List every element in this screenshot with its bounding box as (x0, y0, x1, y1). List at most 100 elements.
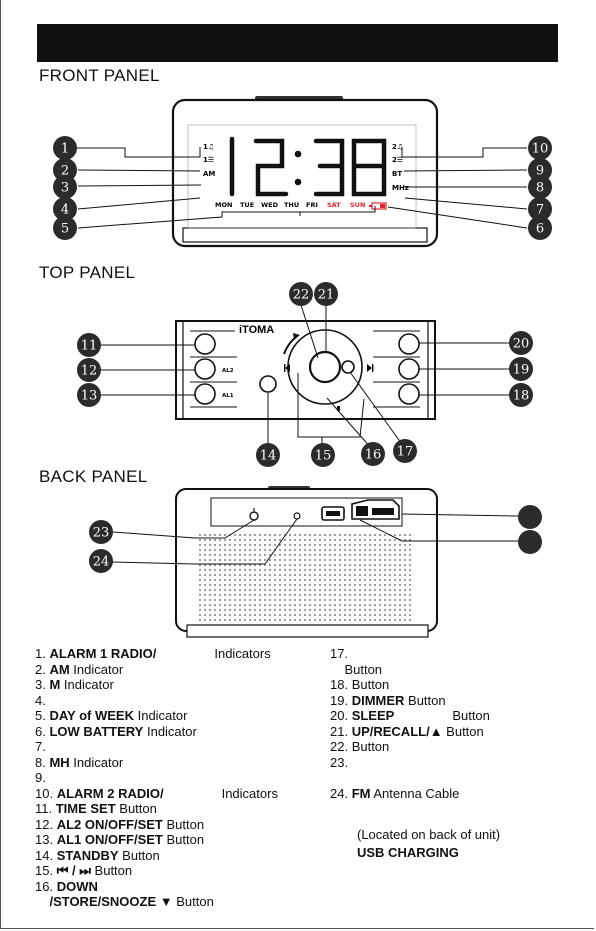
legend-number: 22. (330, 739, 352, 754)
callout-11: 11 (77, 333, 101, 357)
svg-text:22: 22 (293, 288, 310, 303)
callout-17: 17 (393, 439, 417, 463)
legend-text: Button (172, 894, 214, 909)
ind-bt: BT (392, 170, 402, 178)
callout-18: 18 (509, 383, 533, 407)
svg-text:16: 16 (365, 448, 382, 463)
legend-number: 24. (330, 785, 352, 801)
top-right-button (398, 383, 420, 405)
legend-item: 17. (330, 646, 490, 662)
day-fri: FRI (306, 201, 318, 209)
legend-number: 9. (35, 770, 46, 785)
svg-text:3: 3 (61, 181, 69, 196)
legend-number: 17. (330, 646, 349, 661)
legend-bold: DAY of WEEK (49, 708, 134, 723)
legend-number: 8. (35, 754, 50, 770)
callout-15: 15 (311, 443, 335, 467)
callout-7: 7 (528, 197, 552, 221)
legend-item: 6. LOW BATTERY Indicator (35, 724, 278, 740)
legend-item: 7. (35, 739, 278, 755)
located-note: (Located on back of unit) (357, 827, 501, 842)
top-panel-drawing: iTOMA AL2 AL1 (101, 304, 516, 451)
ind-am: AM (203, 170, 215, 178)
svg-text:14: 14 (260, 449, 277, 464)
day-sat: SAT (327, 201, 341, 209)
legend-item: 23. (330, 755, 490, 771)
legend-text: Button (90, 863, 133, 878)
legend-item: 19. DIMMER Button (330, 693, 490, 709)
al2-label: AL2 (222, 368, 234, 374)
legend-item: 8. MH Indicator (35, 755, 278, 771)
callout-6: 6 (528, 216, 552, 240)
legend-bold: UP/RECALL/▲ (351, 723, 443, 739)
legend-text: Button (162, 816, 205, 832)
legend-item: 21. UP/RECALL/▲ Button (330, 724, 490, 740)
legend-text: Indicator (60, 677, 114, 692)
callout-back-blank-1 (518, 505, 542, 529)
callout-19: 19 (509, 357, 533, 381)
front-panel-heading: FRONT PANEL (39, 66, 160, 85)
legend-item: 10. ALARM 2 RADIO/Indicators (35, 786, 278, 802)
ind-alarm1-buzzer: 1☰ (203, 156, 214, 164)
legend-bold: AL1 ON/OFF/SET (56, 832, 163, 847)
legend-item: 1. ALARM 1 RADIO/Indicators (35, 646, 278, 662)
legend-text: Button (351, 677, 390, 692)
legend-number: 3. (35, 677, 50, 692)
callout-2: 2 (53, 158, 77, 182)
legend-text: Button (115, 801, 157, 816)
day-thu: THU (284, 201, 299, 209)
svg-text:4: 4 (61, 203, 69, 218)
top-panel-heading: TOP PANEL (39, 263, 136, 282)
day-mon: MON (215, 201, 232, 209)
legend-bold: DIMMER (351, 692, 405, 708)
svg-text:23: 23 (93, 526, 110, 541)
callout-16: 16 (361, 442, 385, 466)
legend-number (330, 662, 344, 677)
usb-charging-label: USB CHARGING (357, 845, 459, 860)
svg-text:11: 11 (81, 339, 98, 354)
ind-alarm2-radio: 2♫ (392, 143, 403, 151)
legend-bold: ALARM 1 RADIO/ (49, 646, 157, 661)
callout-23: 23 (89, 520, 113, 544)
legend-item: 13. AL1 ON/OFF/SET Button (35, 832, 278, 848)
callout-back-blank-2 (518, 530, 542, 554)
callout-14: 14 (256, 443, 280, 467)
callout-5: 5 (53, 216, 77, 240)
callout-4: 4 (53, 197, 77, 221)
speaker-grille (199, 534, 411, 621)
legend-item: Button (330, 662, 490, 678)
back-panel-drawing (111, 486, 542, 638)
ind-alarm1-radio: 1♫ (203, 143, 214, 151)
svg-text:15: 15 (315, 449, 332, 464)
legend-number: 11. (35, 801, 56, 816)
legend-tail: Button (452, 708, 490, 723)
svg-text:12: 12 (81, 364, 98, 379)
legend-text: Button (162, 832, 205, 847)
legend-bold: LOW BATTERY (49, 723, 144, 739)
legend-number: 13. (35, 832, 57, 847)
legend-text: Indicator (69, 754, 124, 770)
callout-3: 3 (53, 175, 77, 199)
legend-number (35, 894, 49, 909)
svg-text:10: 10 (532, 142, 549, 157)
svg-text:7: 7 (536, 203, 544, 218)
legend-bold: MH (49, 754, 70, 770)
front-panel-drawing: 1♫ 1☰ AM 2♫ 2☰ BT MHz MON TUE WED THU FR… (75, 96, 528, 248)
standby-button (259, 375, 277, 393)
svg-text:19: 19 (513, 363, 530, 378)
legend-number: 7. (35, 739, 46, 754)
legend-number: 10. (35, 785, 57, 801)
legend-number: 1. (35, 646, 50, 661)
dimmer-button (398, 358, 420, 380)
legend-text: Antenna Cable (370, 785, 460, 801)
al1-button (194, 383, 216, 405)
legend-number: 6. (35, 723, 50, 739)
day-of-week-row: MON TUE WED THU FRI SAT SUN (215, 201, 365, 209)
legend-text: Indicator (133, 708, 188, 723)
legend-item: 22. Button (330, 739, 490, 755)
legend-bold: TIME SET (55, 801, 116, 816)
